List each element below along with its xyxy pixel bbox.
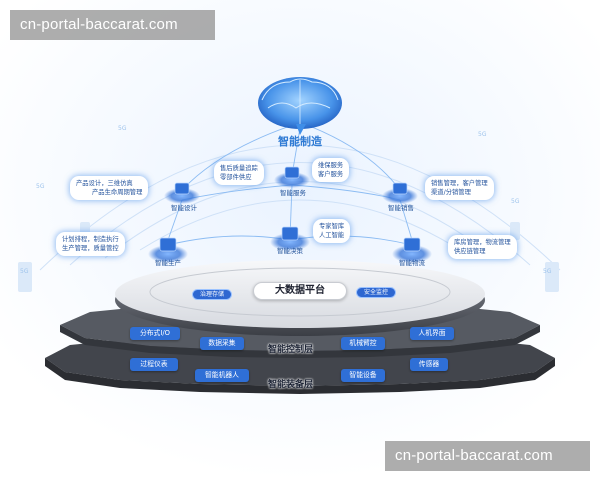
- bubble-line: 专家智库: [319, 223, 345, 230]
- bubble-line: 销售管理，客户管理: [431, 180, 488, 187]
- brain-title: 智能制造: [278, 135, 322, 148]
- bubble-line: 售后质量追踪: [220, 165, 258, 172]
- logistics-icon: [403, 237, 421, 252]
- equipment-layer-label: 智能装备层: [268, 380, 314, 390]
- brain-icon: [258, 77, 342, 135]
- signal-label: 5G: [511, 198, 520, 205]
- node-label-design: 智能设计: [171, 204, 197, 212]
- bubble-decision: 专家智库 人工智能: [313, 219, 351, 243]
- signal-label: 5G: [543, 268, 552, 275]
- design-icon: [174, 182, 190, 195]
- bubble-service-top: 售后质量追踪 零部件供应: [214, 161, 264, 185]
- bubble-line: 人工智能: [319, 232, 345, 239]
- bubble-logistics: 库房管理，物流管理 供应链管理: [448, 235, 517, 259]
- control-item: 人机界面: [410, 327, 454, 340]
- bubble-line: 维保服务: [318, 162, 344, 169]
- sales-icon: [392, 182, 408, 195]
- node-label-decision: 智能决策: [277, 247, 303, 255]
- bubble-line: 生产管理，质量管控: [62, 245, 119, 252]
- node-label-logistics: 智能物流: [399, 259, 425, 267]
- bubble-service-right: 维保服务 客户服务: [312, 158, 350, 182]
- equipment-item: 过程仪表: [130, 358, 178, 371]
- production-icon: [159, 237, 177, 252]
- platform-title: 大数据平台: [253, 282, 347, 300]
- bubble-line: 产品设计，三维仿真: [76, 180, 133, 187]
- node-label-production: 智能生产: [155, 259, 181, 267]
- bubble-line: 零部件供应: [220, 174, 252, 181]
- bubble-production: 计划排程，制造执行 生产管理，质量管控: [56, 232, 125, 256]
- watermark-bottom: cn-portal-baccarat.com: [385, 441, 590, 471]
- bubble-line: 计划排程，制造执行: [62, 236, 119, 243]
- equipment-item: 智能机器人: [195, 369, 249, 382]
- signal-label: 5G: [20, 268, 29, 275]
- control-item: 数据采集: [200, 337, 244, 350]
- control-item: 分布式I/O: [130, 327, 180, 340]
- bubble-line: 库房管理，物流管理: [454, 239, 511, 246]
- bubble-line: 产品生命周期管理: [92, 189, 143, 196]
- control-item: 机械臂控: [341, 337, 385, 350]
- platform-pill-right: 安全监控: [356, 287, 396, 298]
- watermark-top: cn-portal-baccarat.com: [10, 10, 215, 40]
- decision-icon: [281, 226, 299, 241]
- node-pads: [148, 172, 432, 263]
- control-layer-label: 智能控制层: [268, 345, 314, 355]
- bubble-design: 产品设计，三维仿真 产品生命周期管理: [70, 176, 149, 200]
- signal-label: 5G: [118, 125, 127, 132]
- signal-label: 5G: [36, 183, 45, 190]
- bubble-line: 客户服务: [318, 171, 344, 178]
- signal-label: 5G: [478, 131, 487, 138]
- service-icon: [284, 166, 300, 179]
- bubble-line: 渠道/分销管理: [431, 189, 471, 196]
- node-label-service: 智能服务: [280, 189, 306, 197]
- equipment-item: 智能设备: [341, 369, 385, 382]
- bubble-line: 供应链管理: [454, 248, 486, 255]
- platform-pill-left: 治理存储: [192, 289, 232, 300]
- node-label-sales: 智能销售: [388, 204, 414, 212]
- bubble-sales: 销售管理，客户管理 渠道/分销管理: [425, 176, 494, 200]
- equipment-item: 传感器: [410, 358, 448, 371]
